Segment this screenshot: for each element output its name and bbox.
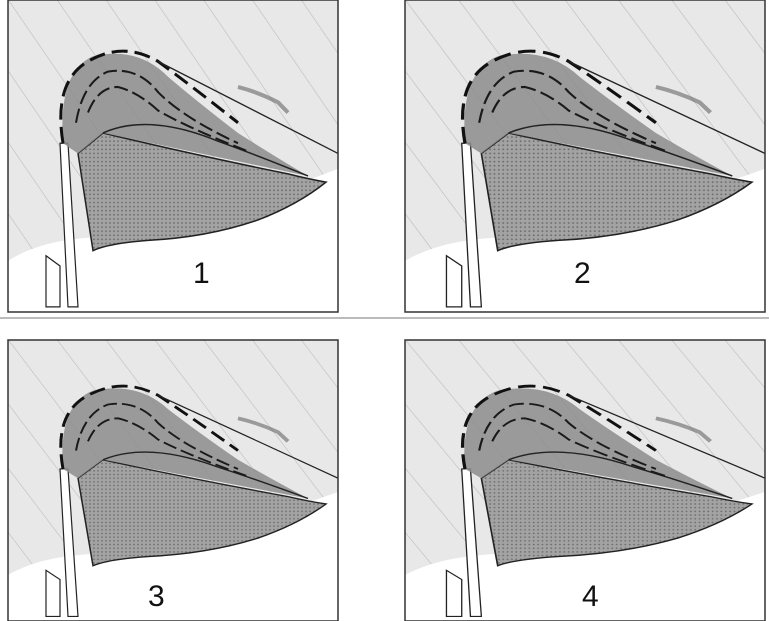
panel-1-label: 1 [193, 257, 210, 290]
panel-2: 2 [405, 0, 765, 312]
panel-3: 3 [8, 340, 338, 621]
panel-2-label: 2 [574, 257, 591, 290]
panel-3-label: 3 [148, 580, 165, 613]
panel-1: 1 [8, 0, 338, 312]
panel-4: 4 [405, 340, 765, 621]
panel-4-label: 4 [582, 580, 599, 613]
